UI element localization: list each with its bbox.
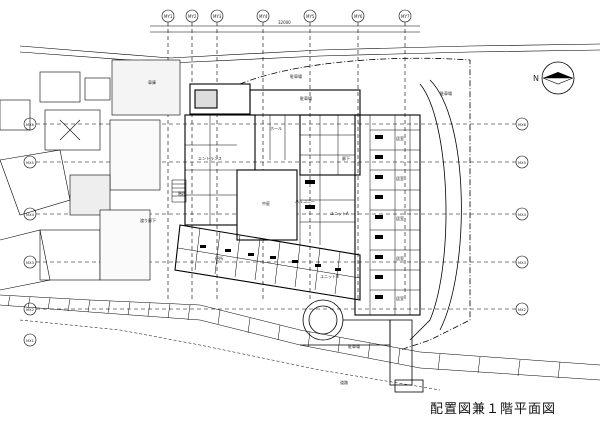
road-label: 道路 bbox=[340, 379, 348, 385]
bedroom-label: 居室 bbox=[396, 175, 404, 181]
stair-icon bbox=[171, 179, 187, 203]
grid-axes-side bbox=[23, 117, 529, 347]
grid-label-top: MY5 bbox=[306, 14, 315, 19]
corridor-label: 廊下 bbox=[342, 155, 350, 161]
drawing-caption: 配置図兼１階平面図 bbox=[430, 402, 557, 417]
hall-label: ホール bbox=[270, 126, 282, 131]
unit-label-a: ユニットA bbox=[330, 211, 349, 216]
bedroom-label: 居室 bbox=[396, 135, 404, 141]
grid-axes-top bbox=[161, 9, 412, 300]
overall-dimension: 32000 bbox=[278, 20, 291, 25]
drop-off-circle bbox=[300, 299, 424, 393]
bedroom-label: 居室 bbox=[396, 215, 404, 221]
grid-label-top: MY7 bbox=[401, 14, 410, 19]
grid-label-side: MX2 bbox=[518, 308, 526, 312]
grid-label-side: MX4 bbox=[518, 213, 527, 217]
courtyard-label: 中庭 bbox=[262, 200, 270, 206]
grid-label-side: MX6 bbox=[518, 123, 527, 127]
grid-label-top: MY4 bbox=[259, 14, 268, 19]
grid-label-top: MY2 bbox=[188, 14, 197, 19]
grid-label-top: MY1 bbox=[164, 14, 173, 19]
furniture bbox=[200, 135, 383, 299]
neighbor-buildings bbox=[0, 59, 181, 291]
entrance-label: エントランス bbox=[198, 155, 222, 161]
connecting-corridor-label: 渡り廊下 bbox=[140, 217, 156, 223]
grid-label-side: MX5 bbox=[26, 161, 34, 165]
balcony-label: バルコニー bbox=[295, 199, 315, 204]
toilet-label: 便所 bbox=[215, 255, 223, 261]
compass-letter: N bbox=[533, 74, 539, 83]
site-boundary bbox=[239, 57, 471, 351]
parking-label: 駐車場 bbox=[348, 343, 360, 349]
stair-label: 階段 bbox=[178, 190, 186, 196]
parking-label: 駐車場 bbox=[300, 95, 312, 101]
unit-label-b: ユニットB bbox=[320, 274, 339, 279]
parking-label: 駐車場 bbox=[290, 73, 302, 79]
bedroom-label: 居室 bbox=[396, 255, 404, 261]
main-building bbox=[174, 83, 421, 316]
grid-label-side: MX3 bbox=[26, 261, 34, 265]
grid-label-side: MX3 bbox=[518, 261, 526, 265]
slope-hatching bbox=[0, 294, 600, 391]
grid-label-side: MX4 bbox=[26, 213, 35, 217]
grid-label-side: MX1 bbox=[26, 339, 34, 343]
grid-label-side: MX5 bbox=[518, 161, 526, 165]
neighbor-label: 車庫 bbox=[148, 79, 156, 85]
parking-label: 駐車場 bbox=[440, 90, 452, 96]
compass-icon: N bbox=[533, 61, 575, 95]
interior-walls bbox=[177, 115, 420, 315]
grid-label-side: MX2 bbox=[26, 308, 34, 312]
grid-label-top: MY6 bbox=[354, 14, 363, 19]
grid-label-top: MY3 bbox=[213, 14, 222, 19]
bedroom-label: 居室 bbox=[396, 295, 404, 301]
